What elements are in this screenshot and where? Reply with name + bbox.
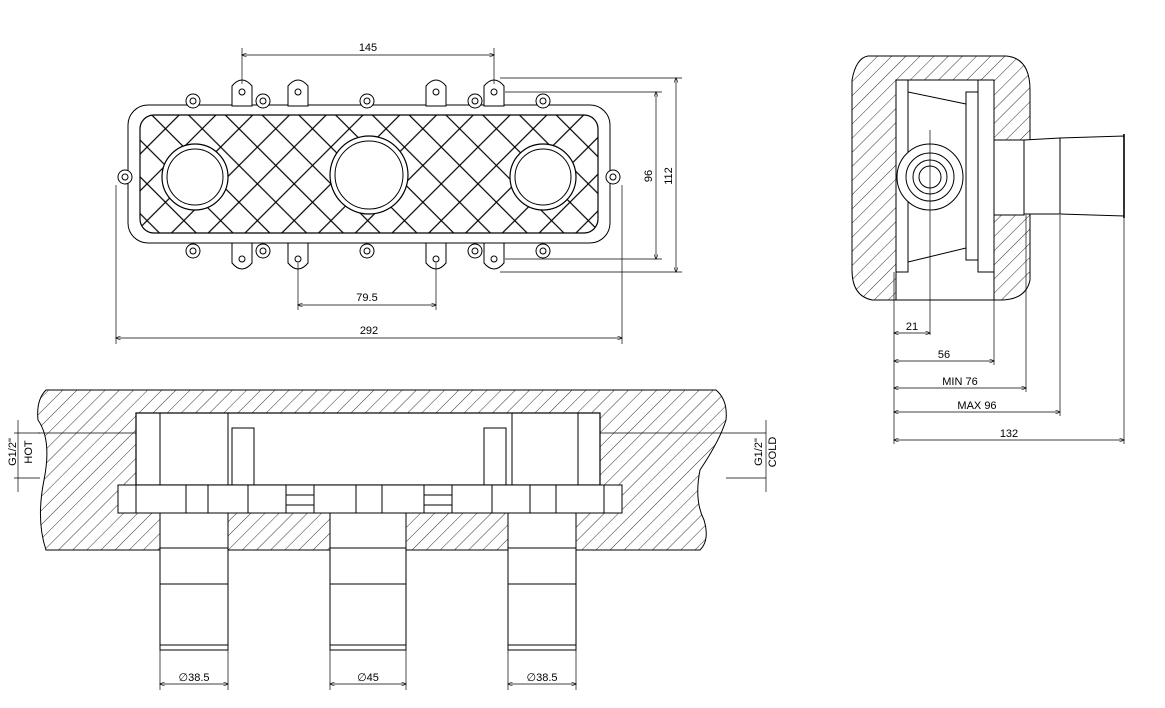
section-view: G1/2" HOT G1/2" COLD ∅38.5 ∅45 ∅38.5 bbox=[7, 389, 779, 690]
front-lugs bbox=[231, 79, 505, 270]
dim-min-76: MIN 76 bbox=[942, 376, 977, 388]
dim-292: 292 bbox=[360, 325, 378, 337]
dim-132: 132 bbox=[1000, 428, 1018, 440]
front-opening-left bbox=[161, 143, 229, 211]
hot-thread-label: G1/2" bbox=[7, 438, 19, 466]
dia-left: ∅38.5 bbox=[178, 672, 209, 684]
dim-21: 21 bbox=[906, 321, 918, 333]
dim-79-5: 79.5 bbox=[356, 292, 377, 304]
front-screws bbox=[117, 93, 621, 259]
dim-112: 112 bbox=[663, 167, 675, 185]
front-opening-right bbox=[509, 143, 577, 211]
cold-label: COLD bbox=[767, 437, 779, 468]
cold-thread-label: G1/2" bbox=[753, 438, 765, 466]
dim-145: 145 bbox=[359, 42, 377, 54]
section-pipe-right bbox=[507, 512, 577, 651]
dim-56: 56 bbox=[938, 349, 950, 361]
front-opening-center bbox=[329, 135, 409, 215]
section-pipe-center bbox=[329, 512, 407, 651]
dia-center: ∅45 bbox=[357, 672, 379, 684]
dim-max-96: MAX 96 bbox=[957, 400, 996, 412]
dia-right: ∅38.5 bbox=[526, 672, 557, 684]
hot-label: HOT bbox=[23, 440, 35, 464]
side-fitting bbox=[896, 130, 964, 335]
dim-96: 96 bbox=[643, 170, 655, 182]
side-view: 21 56 MIN 76 MAX 96 132 bbox=[851, 55, 1125, 444]
side-extension-pipe bbox=[1023, 135, 1125, 217]
section-flange bbox=[117, 484, 623, 514]
section-pipe-left bbox=[159, 512, 229, 651]
front-view: 145 96 112 79.5 292 bbox=[116, 42, 682, 344]
